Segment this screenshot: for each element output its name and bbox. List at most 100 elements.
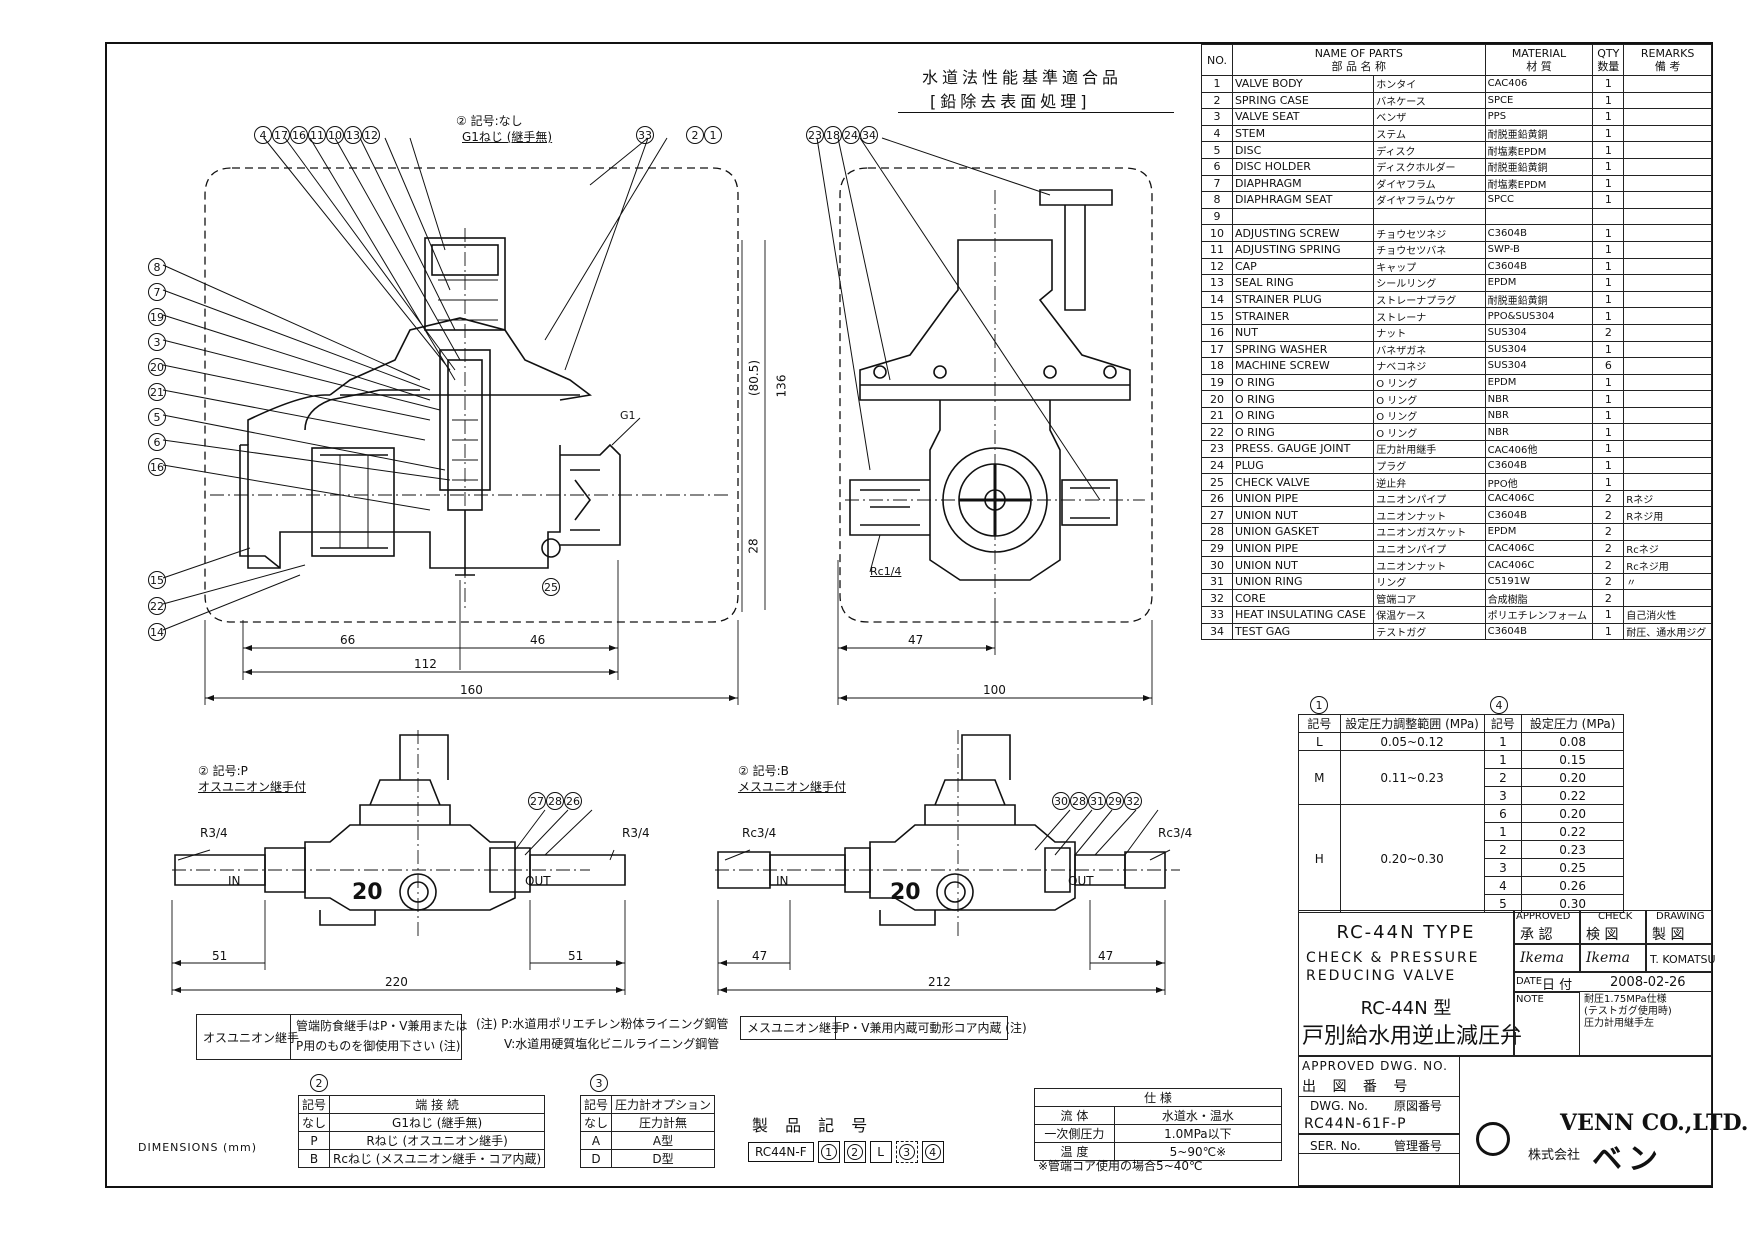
part-no: 14 <box>1201 290 1233 309</box>
conn-desc: Rねじ (オスユニオン継手) <box>329 1131 546 1150</box>
part-remarks: Rネジ <box>1623 489 1712 508</box>
callout: 10 <box>326 126 344 144</box>
range-value: 0.05~0.12 <box>1339 732 1485 751</box>
gauge-desc: D型 <box>611 1149 716 1168</box>
part-name-en: O RING <box>1231 373 1375 392</box>
part-remarks <box>1623 473 1712 491</box>
note-p-pipe: (注) P:水道用ポリエチレン粉体ライニング鋼管 <box>476 1017 729 1031</box>
set-value: 0.25 <box>1521 858 1624 877</box>
part-no: 23 <box>1201 440 1233 458</box>
part-material: C5191W <box>1484 572 1594 591</box>
part-no: 11 <box>1201 240 1233 259</box>
part-name-en: PLUG <box>1231 456 1375 475</box>
part-name-en: CAP <box>1231 257 1375 276</box>
part-qty: 1 <box>1592 224 1625 242</box>
b-out-label: OUT <box>1068 874 1094 888</box>
callout: 8 <box>148 258 166 276</box>
callout: 3 <box>590 1074 608 1092</box>
part-material: CAC406他 <box>1484 440 1594 458</box>
th-code: 記号 <box>579 1095 613 1114</box>
set-code: 4 <box>1483 876 1523 895</box>
part-name-en: VALVE BODY <box>1231 75 1375 93</box>
label-g1: G1 <box>620 409 636 422</box>
callout: 1 <box>704 126 722 144</box>
part-qty: 1 <box>1592 290 1625 309</box>
gauge-ref: 3 <box>590 1072 608 1092</box>
part-name-en: STEM <box>1231 124 1375 143</box>
callout: 25 <box>542 578 560 596</box>
part-qty: 1 <box>1592 174 1625 193</box>
range-code: M <box>1298 750 1341 805</box>
part-no: 5 <box>1201 141 1233 159</box>
dwg-no-ja: 原図番号 <box>1394 1099 1443 1113</box>
part-name-en: STRAINER <box>1231 307 1375 325</box>
callout: 4 <box>924 1144 941 1160</box>
th-range: 設定圧力調整範囲 (MPa) <box>1339 714 1485 733</box>
part-name-ja: テストガグ <box>1373 622 1486 641</box>
dim-80-5: (80.5) <box>747 359 762 397</box>
part-name-ja: O リング <box>1373 423 1486 442</box>
conn-desc: G1ねじ (継手無) <box>329 1113 546 1132</box>
th-gauge: 圧力計オプション <box>611 1095 716 1114</box>
part-name-ja: ナット <box>1373 323 1486 342</box>
th-code: 記号 <box>1298 714 1341 733</box>
part-no: 3 <box>1201 108 1233 126</box>
part-remarks <box>1623 307 1712 325</box>
p-note-code: ② 記号:P <box>198 764 248 778</box>
sign-cell-2 <box>1580 944 1646 972</box>
part-no: 27 <box>1201 506 1233 525</box>
part-qty: 1 <box>1592 373 1625 392</box>
part-name-en: UNION NUT <box>1231 556 1375 574</box>
pressure-ref-1: 1 <box>1310 694 1328 714</box>
callout: 32 <box>1124 792 1142 810</box>
part-name-ja: リング <box>1373 572 1486 591</box>
callout: 34 <box>860 126 878 144</box>
part-qty: 2 <box>1592 572 1625 591</box>
callout: 18 <box>824 126 842 144</box>
part-qty: 2 <box>1592 489 1625 508</box>
callout: 21 <box>148 383 166 401</box>
part-name-ja: チョウセツネジ <box>1373 224 1486 242</box>
part-qty: 1 <box>1592 240 1625 259</box>
part-no: 4 <box>1201 124 1233 143</box>
dim-66: 66 <box>340 633 356 647</box>
callout: 2 <box>846 1144 863 1160</box>
part-name-ja: ベンザ <box>1373 108 1486 126</box>
part-material: PPO&SUS304 <box>1484 307 1594 325</box>
part-name-ja: O リング <box>1373 406 1486 425</box>
set-value: 0.22 <box>1521 822 1624 841</box>
drawing-cell <box>1646 910 1712 944</box>
part-qty: 1 <box>1592 390 1625 408</box>
part-no: 19 <box>1201 373 1233 392</box>
part-qty: 1 <box>1592 274 1625 292</box>
part-qty: 2 <box>1592 539 1625 558</box>
p-dim-220: 220 <box>385 975 408 989</box>
part-material: SWP-B <box>1484 240 1594 259</box>
part-name-ja: シールリング <box>1373 274 1486 292</box>
female-union-label-cell <box>740 1016 836 1040</box>
part-name-en: SPRING WASHER <box>1231 340 1375 359</box>
drawing-label: DRAWING <box>1656 911 1705 922</box>
top-note-code: ② 記号:なし <box>456 114 523 128</box>
part-no: 10 <box>1201 224 1233 242</box>
part-name-ja: キャップ <box>1373 257 1486 276</box>
spec-key: 温 度 <box>1034 1142 1115 1161</box>
note-label-cell <box>1514 992 1580 1056</box>
callout: 12 <box>362 126 380 144</box>
sign-cell-1 <box>1514 944 1580 972</box>
label-rc14: Rc1/4 <box>870 565 902 578</box>
part-name-ja: ユニオンパイプ <box>1373 539 1486 558</box>
